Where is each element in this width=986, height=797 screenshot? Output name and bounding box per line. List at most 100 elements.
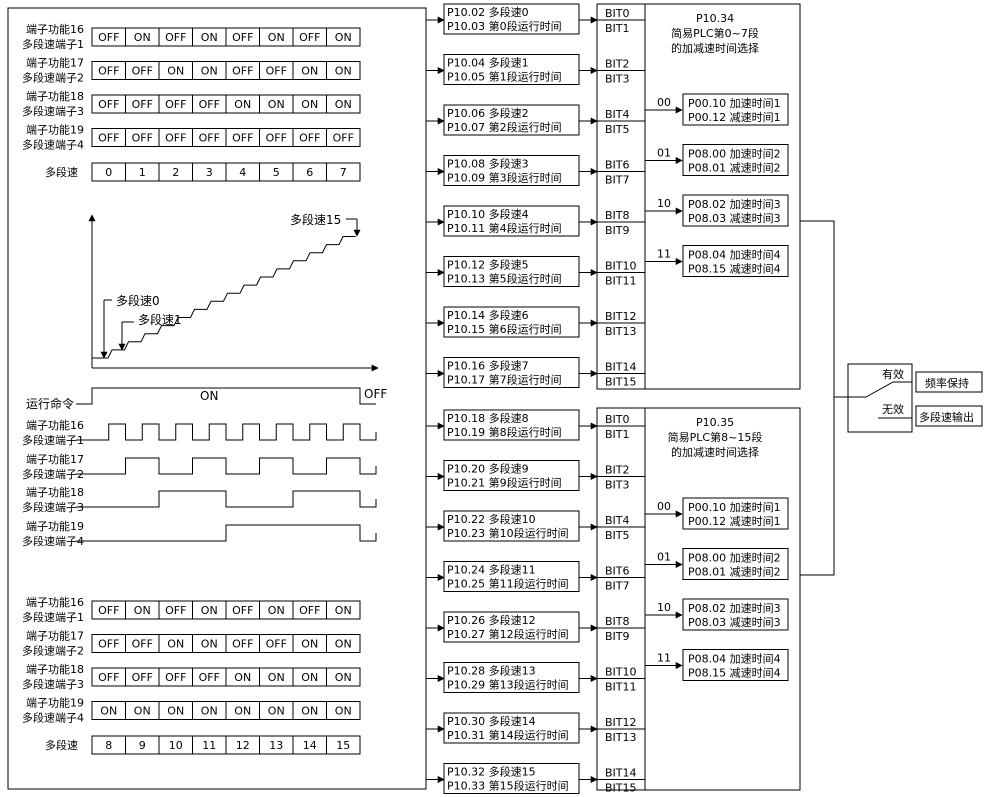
truth_table_bottom-cell-value: ON — [335, 671, 352, 684]
decel-time-text: P00.12 减速时间1 — [688, 111, 781, 124]
truth_table_top-func-label: 端子功能17 — [26, 56, 84, 70]
truth_table_top-cell-value: ON — [134, 31, 151, 44]
run-off-label: OFF — [364, 387, 387, 401]
param-box — [443, 205, 580, 237]
truth_table_bottom-speed-value: 10 — [169, 739, 183, 752]
bit-label: BIT14 — [605, 361, 637, 374]
output-selector-box — [847, 363, 913, 433]
param-speed-text: P10.20 多段速9 — [447, 462, 529, 476]
truth_table_bottom-cell-value: ON — [335, 604, 352, 617]
truth_table_bottom-cell-value: ON — [201, 604, 218, 617]
terminal-wave — [76, 423, 377, 441]
param-time-text: P10.13 第5段运行时间 — [447, 272, 562, 286]
truth_table_bottom-cell-value: ON — [201, 705, 218, 718]
ramp-label-end: 多段速15 — [290, 212, 341, 227]
truth_table_top-cell-value: OFF — [98, 65, 119, 78]
truth_table_bottom-speed-value: 9 — [139, 739, 146, 752]
bit-label: BIT10 — [605, 666, 637, 679]
param-speed-text: P10.26 多段速12 — [447, 613, 536, 627]
ramp-label-step1: 多段速1 — [138, 312, 182, 327]
truth_table_bottom-func-label: 端子功能17 — [26, 629, 84, 643]
group-title-line1: 简易PLC第0~7段 — [671, 26, 759, 40]
truth_table_bottom-cell-value: OFF — [232, 604, 253, 617]
truth_table_bottom-cell-value: OFF — [266, 638, 287, 651]
param-box — [443, 155, 580, 186]
param-speed-text: P10.02 多段速0 — [447, 5, 529, 19]
bit-label: BIT15 — [605, 376, 637, 389]
truth_table_top-cell-value: OFF — [165, 31, 186, 44]
truth_table_bottom-cell-value: ON — [301, 705, 318, 718]
truth_table_top-speed-cell — [326, 162, 361, 182]
truth_table_bottom-cell — [326, 701, 361, 720]
truth_table_bottom-func-label: 端子功能18 — [26, 662, 84, 676]
accel-time-text: P00.10 加速时间1 — [688, 97, 781, 110]
truth_table_top-cell-value: OFF — [333, 132, 354, 145]
truth_table_top-func-label: 端子功能19 — [26, 123, 84, 137]
bit-label: BIT6 — [605, 159, 630, 172]
truth_table_bottom-speed-label: 多段速 — [45, 738, 78, 752]
truth_table_top-name-label: 多段速端子1 — [22, 37, 84, 51]
accel-time-text: P08.04 加速时间4 — [688, 653, 781, 666]
truth_table_bottom-cell-value: OFF — [98, 671, 119, 684]
accel-option-box — [682, 598, 789, 631]
invalid-result-box — [915, 405, 983, 427]
decel-time-text: P00.12 减速时间1 — [688, 515, 781, 528]
bit-label: BIT3 — [605, 73, 630, 86]
accel-select-code: 01 — [657, 551, 671, 564]
param-box — [443, 357, 580, 388]
accel-option-box — [682, 649, 789, 681]
decel-time-text: P08.03 减速时间3 — [688, 616, 781, 629]
group-title-line1: 简易PLC第8~15段 — [668, 430, 763, 444]
bit-label: BIT1 — [605, 22, 630, 35]
param-time-text: P10.19 第8段运行时间 — [447, 425, 562, 439]
param-speed-text: P10.08 多段速3 — [447, 157, 529, 171]
valid-label: 有效 — [882, 367, 904, 381]
truth_table_bottom-cell-value: ON — [167, 705, 184, 718]
param-time-text: P10.15 第6段运行时间 — [447, 322, 562, 336]
timing-name-label: 多段速端子1 — [22, 433, 84, 447]
truth_table_top-cell-value: OFF — [98, 98, 119, 111]
bit-label: BIT5 — [605, 123, 630, 136]
bit-label: BIT13 — [605, 731, 637, 744]
truth_table_bottom-cell-value: OFF — [98, 604, 119, 617]
truth_table_top-cell-value: ON — [167, 65, 184, 78]
param-speed-text: P10.12 多段速5 — [447, 258, 529, 272]
terminal-wave — [76, 457, 377, 475]
param-box — [443, 54, 580, 85]
truth_table_top-cell-value: OFF — [266, 132, 287, 145]
valid-result-box — [915, 371, 983, 393]
truth_table_top-cell-value: ON — [335, 65, 352, 78]
run-on-label: ON — [200, 389, 218, 403]
bit-label: BIT5 — [605, 529, 630, 542]
truth_table_bottom-speed-value: 15 — [336, 739, 350, 752]
bit-column — [596, 407, 646, 791]
bit-label: BIT11 — [605, 681, 637, 694]
bit-label: BIT0 — [605, 413, 630, 426]
selector-switch-arm — [865, 381, 894, 398]
param-time-text: P10.03 第0段运行时间 — [447, 19, 562, 33]
truth_table_bottom-speed-value: 12 — [236, 739, 250, 752]
truth_table_bottom-cell-value: ON — [268, 604, 285, 617]
truth_table_top-cell-value: ON — [201, 31, 218, 44]
param-time-text: P10.07 第2段运行时间 — [447, 120, 562, 134]
param-time-text: P10.09 第3段运行时间 — [447, 171, 562, 185]
truth_table_bottom-cell-value: ON — [100, 705, 117, 718]
invalid-label: 无效 — [882, 402, 904, 416]
truth_table_top-name-label: 多段速端子2 — [22, 71, 84, 85]
accel-option-box — [682, 93, 789, 126]
truth_table_top-speed-value: 1 — [139, 166, 146, 179]
timing-name-label: 多段速端子3 — [22, 500, 84, 514]
truth_table_bottom-speed-value: 11 — [202, 739, 216, 752]
truth_table_top-speed-value: 7 — [340, 166, 347, 179]
truth_table_bottom-cell — [326, 600, 361, 620]
truth_table_bottom-name-label: 多段速端子4 — [22, 711, 84, 725]
truth_table_top-cell-value: OFF — [165, 98, 186, 111]
truth_table_top-cell-value: ON — [234, 98, 251, 111]
param-speed-text: P10.32 多段速15 — [447, 765, 536, 779]
accel-select-code: 00 — [657, 96, 671, 109]
run-command-wave — [76, 387, 376, 405]
accel-time-text: P00.10 加速时间1 — [688, 501, 781, 514]
truth_table_top-cell-value: ON — [268, 31, 285, 44]
truth_table_bottom-cell-value: ON — [134, 604, 151, 617]
bit-label: BIT12 — [605, 310, 637, 323]
